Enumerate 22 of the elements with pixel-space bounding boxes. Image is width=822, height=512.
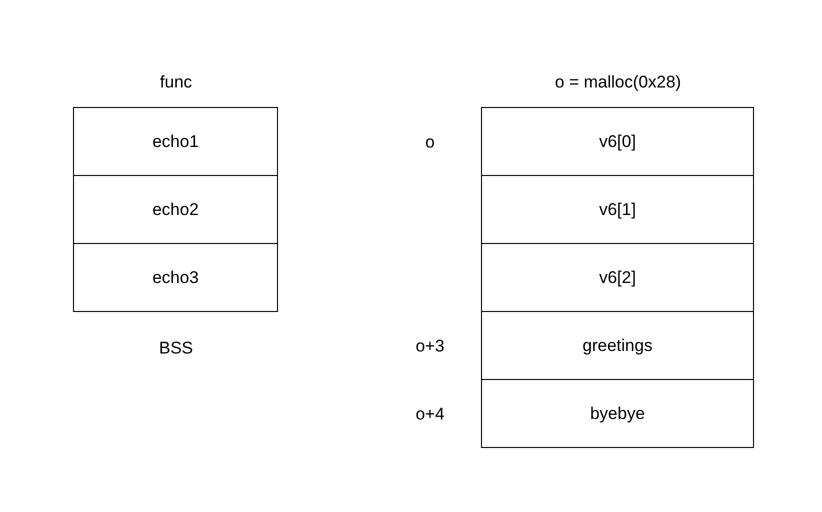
offset-label: o+3	[416, 335, 444, 358]
cell-label: v6[2]	[599, 266, 636, 289]
offset-label: o	[425, 131, 435, 154]
cell-label: echo3	[152, 266, 199, 289]
section-label: o = malloc(0x28)	[554, 71, 682, 94]
section-label: BSS	[158, 337, 194, 360]
memory-cell	[73, 243, 278, 312]
memory-cell	[481, 311, 754, 380]
memory-cell	[73, 175, 278, 244]
memory-cell	[481, 175, 754, 244]
cell-label: v6[0]	[599, 130, 636, 153]
cell-label: v6[1]	[599, 198, 636, 221]
offset-label: o+4	[416, 403, 444, 426]
cell-label: echo2	[152, 198, 199, 221]
section-label: func	[160, 71, 192, 94]
cell-label: greetings	[582, 334, 652, 357]
memory-cell	[481, 379, 754, 448]
memory-cell	[481, 243, 754, 312]
cell-label: byebye	[590, 402, 645, 425]
memory-cell	[481, 107, 754, 176]
cell-label: echo1	[152, 130, 199, 153]
memory-cell	[73, 107, 278, 176]
